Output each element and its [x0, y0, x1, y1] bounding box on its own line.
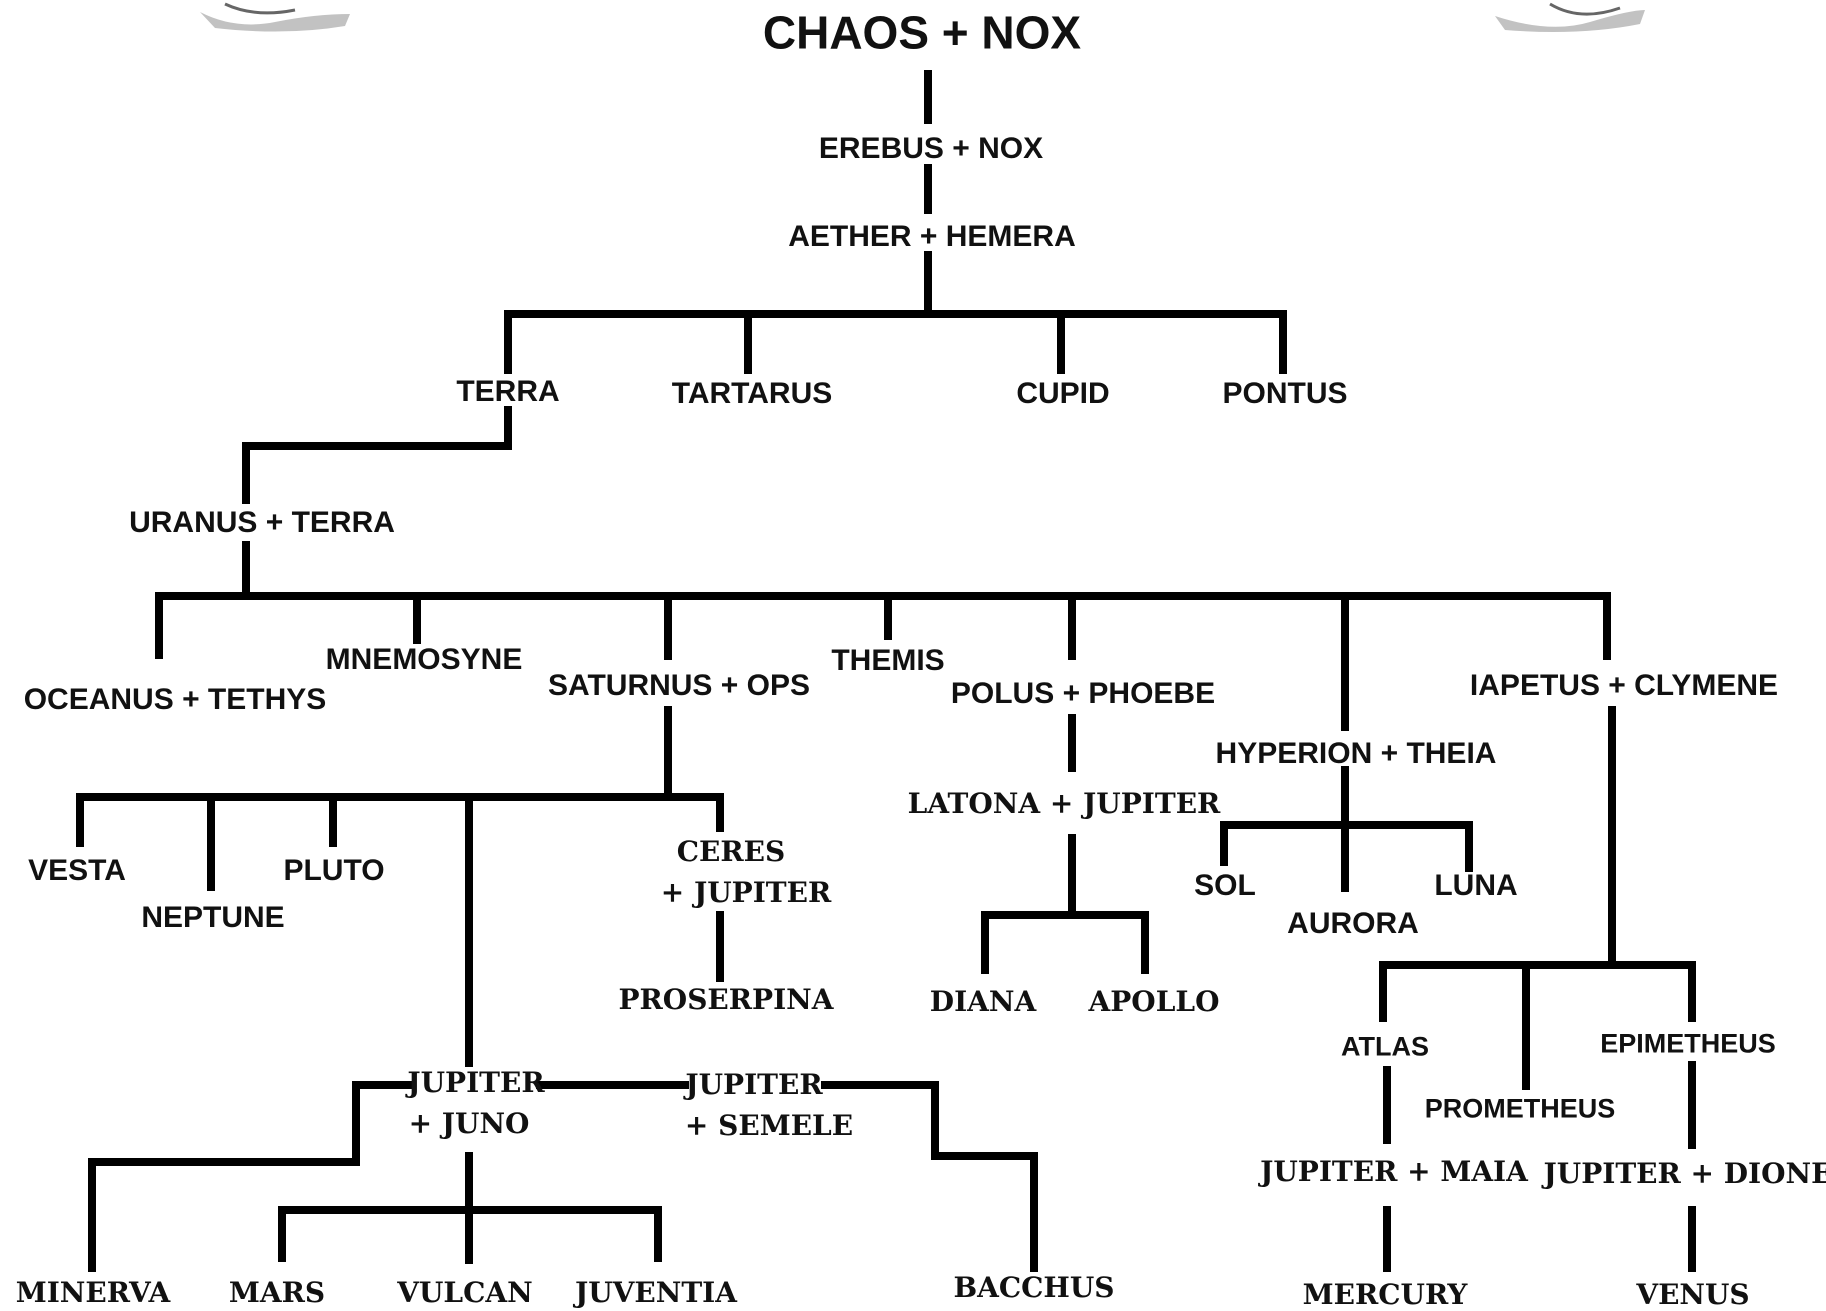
cupid: CUPID [1016, 376, 1110, 410]
venus: VENUS [1636, 1277, 1750, 1311]
juventia: JUVENTIA [575, 1275, 737, 1309]
jupiter-juno: JUPITER [407, 1065, 545, 1099]
terra: TERRA [456, 374, 560, 408]
vesta: VESTA [28, 853, 126, 887]
luna: LUNA [1434, 868, 1518, 902]
vulcan: VULCAN [397, 1275, 533, 1309]
iapetus-clymene: IAPETUS + CLYMENE [1469, 668, 1779, 702]
hyperion-theia: HYPERION + THEIA [1215, 736, 1497, 770]
mercury: MERCURY [1302, 1277, 1468, 1311]
oceanus-tethys: OCEANUS + TETHYS [23, 682, 327, 716]
corner-engraving-left [200, 2, 350, 32]
jupiter-dione: JUPITER + DIONE [1543, 1156, 1826, 1190]
connector [242, 406, 512, 504]
connector [821, 1081, 1038, 1272]
pluto: PLUTO [283, 853, 385, 887]
erebus-nox: EREBUS + NOX [818, 131, 1044, 165]
pontus: PONTUS [1222, 376, 1348, 410]
themis: THEMIS [831, 643, 945, 677]
atlas: ATLAS [1341, 1031, 1429, 1062]
epimetheus: EPIMETHEUS [1600, 1028, 1776, 1059]
jupiter-semele-line2: + SEMELE [684, 1108, 854, 1142]
apollo: APOLLO [1088, 984, 1220, 1018]
tartarus: TARTARUS [671, 376, 833, 410]
aurora: AURORA [1287, 906, 1419, 940]
corner-engraving-right [1495, 2, 1645, 32]
mars: MARS [228, 1275, 326, 1309]
bacchus: BACCHUS [953, 1270, 1115, 1304]
root-chaos-nox: CHAOS + NOX [762, 6, 1082, 59]
sol: SOL [1194, 868, 1256, 902]
uranus-terra: URANUS + TERRA [129, 505, 395, 539]
latona-jupiter: LATONA + JUPITER [907, 786, 1221, 820]
minerva: MINERVA [15, 1275, 171, 1309]
saturnus-ops: SATURNUS + OPS [548, 668, 810, 702]
connector [88, 1081, 414, 1272]
diana: DIANA [929, 984, 1037, 1018]
polus-phoebe: POLUS + PHOEBE [950, 676, 1216, 710]
jupiter-juno-line2: + JUNO [408, 1106, 530, 1140]
ceres-jupiter: + JUPITER [660, 875, 832, 909]
aether-hemera: AETHER + HEMERA [788, 219, 1076, 253]
proserpina: PROSERPINA [618, 982, 834, 1016]
prometheus: PROMETHEUS [1424, 1093, 1616, 1124]
jupiter-maia: JUPITER + MAIA [1260, 1154, 1528, 1188]
neptune: NEPTUNE [141, 900, 285, 934]
mnemosyne: MNEMOSYNE [325, 642, 523, 676]
ceres: CERES [676, 834, 786, 868]
jupiter-semele: JUPITER [685, 1067, 823, 1101]
